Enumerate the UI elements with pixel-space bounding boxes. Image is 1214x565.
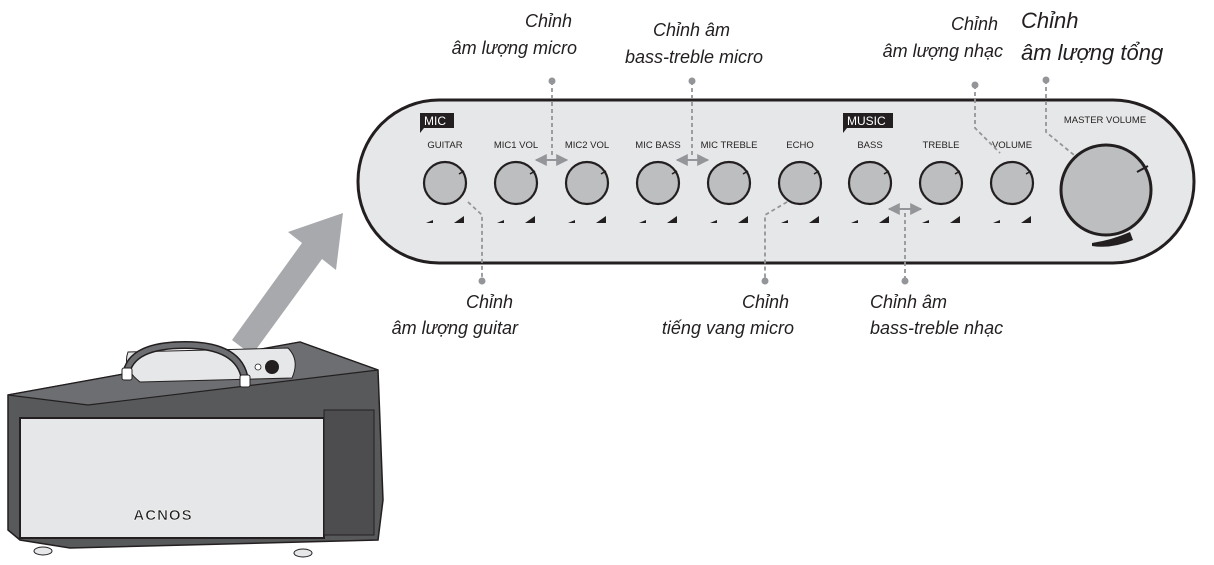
level-marker-max-guitar: [454, 216, 464, 223]
knob-label-mic1-vol: MIC1 VOL: [494, 140, 538, 151]
knob-label-bass: BASS: [857, 140, 882, 151]
level-marker-max-mic-bass: [667, 216, 677, 223]
knob-mic-treble[interactable]: [706, 160, 752, 206]
level-marker-min-bass: [851, 220, 858, 223]
knob-treble[interactable]: [918, 160, 964, 206]
leader-lines: [467, 80, 1075, 280]
level-marker-max-mic2-vol: [596, 216, 606, 223]
knob-guitar[interactable]: [422, 160, 468, 206]
knob-volume[interactable]: [989, 160, 1035, 206]
level-marker-min-treble: [922, 220, 929, 223]
level-marker-min-echo: [781, 220, 788, 223]
knob-label-mic2-vol: MIC2 VOL: [565, 140, 609, 151]
knob-pointer-bass: [883, 170, 890, 175]
pointer-arrow: [232, 213, 343, 355]
knob-pointer-treble: [954, 170, 961, 175]
callout-music-bass-treble: Chỉnh âm bass-treble nhạc: [870, 292, 1003, 338]
knob-pointer-mic2-vol: [600, 170, 607, 175]
level-marker-min-mic1-vol: [497, 220, 504, 223]
knob-label-volume: VOLUME: [992, 140, 1032, 151]
level-marker-max-mic1-vol: [525, 216, 535, 223]
level-marker-min-mic-treble: [710, 220, 717, 223]
callout-guitar-volume: Chỉnh âm lượng guitar: [392, 292, 519, 338]
svg-text:MUSIC: MUSIC: [847, 114, 886, 128]
speaker-illustration: ACNOS: [7, 340, 384, 558]
level-marker-max-bass: [879, 216, 889, 223]
callout-mic-volume: Chỉnh âm lượng micro: [452, 11, 577, 58]
callout-mic-bass-treble: Chỉnh âm bass-treble micro: [625, 20, 763, 67]
master-volume-indicator: [1092, 232, 1133, 247]
knob-label-echo: ECHO: [786, 140, 813, 151]
knob-mic1-vol[interactable]: [493, 160, 539, 206]
callout-master-volume: Chỉnh âm lượng tổng: [1021, 8, 1164, 65]
level-marker-max-mic-treble: [738, 216, 748, 223]
knob-label-master-volume: MASTER VOLUME: [1064, 115, 1146, 126]
knob-pointer-mic-bass: [671, 170, 678, 175]
knob-mic-bass[interactable]: [635, 160, 681, 206]
knob-row: [422, 160, 1035, 223]
knob-label-mic-bass: MIC BASS: [635, 140, 680, 151]
level-marker-min-mic-bass: [639, 220, 646, 223]
knob-label-mic-treble: MIC TREBLE: [701, 140, 758, 151]
level-marker-min-mic2-vol: [568, 220, 575, 223]
knob-label-guitar: GUITAR: [427, 140, 462, 151]
knob-echo[interactable]: [777, 160, 823, 206]
callout-mic-echo: Chỉnh tiếng vang micro: [662, 292, 794, 338]
knob-pointer-echo: [813, 170, 820, 175]
speaker-brand-logo: ACNOS: [133, 507, 192, 524]
knob-pointer-guitar: [458, 170, 465, 175]
level-marker-max-echo: [809, 216, 819, 223]
knob-mic2-vol[interactable]: [564, 160, 610, 206]
level-marker-max-treble: [950, 216, 960, 223]
leader-dots: [478, 76, 1050, 285]
level-marker-min-volume: [993, 220, 1000, 223]
knob-label-treble: TREBLE: [923, 140, 960, 151]
knob-bass[interactable]: [847, 160, 893, 206]
knob-pointer-mic-treble: [742, 170, 749, 175]
level-marker-max-volume: [1021, 216, 1031, 223]
control-panel: [356, 98, 1196, 265]
mic-section-tag: MIC: [420, 113, 454, 133]
knob-pointer-mic1-vol: [529, 170, 536, 175]
callout-music-volume: Chỉnh âm lượng nhạc: [883, 14, 1003, 61]
knob-pointer-volume: [1025, 170, 1032, 175]
level-marker-min-guitar: [426, 220, 433, 223]
master-volume-knob[interactable]: [1059, 143, 1153, 237]
music-section-tag: MUSIC: [843, 113, 893, 133]
svg-text:MIC: MIC: [424, 114, 446, 128]
